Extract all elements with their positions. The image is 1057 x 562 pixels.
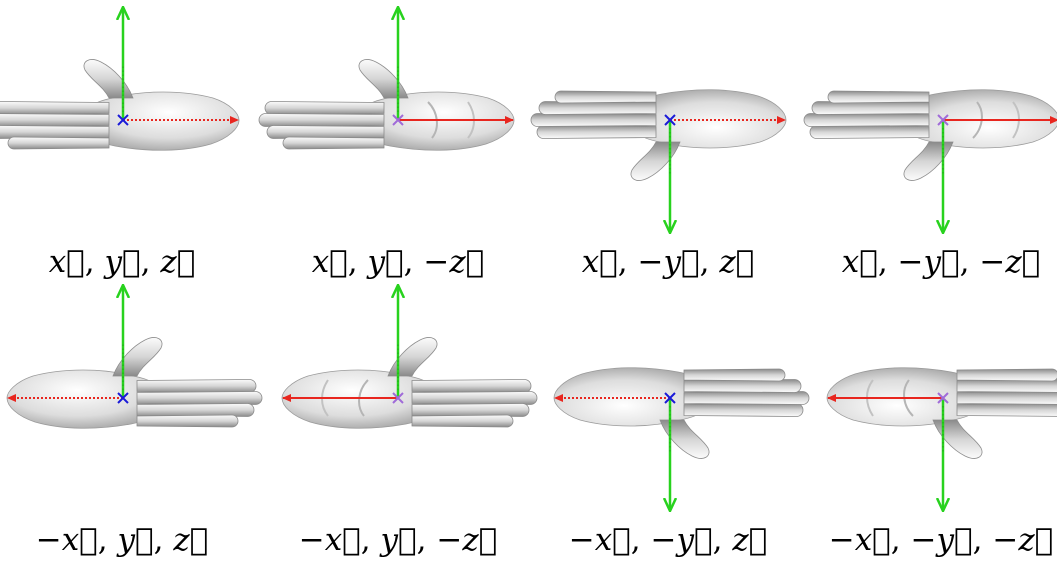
finger-3	[0, 126, 109, 139]
panel-caption: x⃗, −y⃗, −z⃗	[842, 244, 1041, 280]
axis-symbol-y: y⃗	[675, 522, 713, 558]
axis-symbol-z: z⃗	[448, 244, 484, 280]
axis-symbol-z: z⃗	[1017, 522, 1053, 558]
axis-symbol-z: z⃗	[718, 244, 754, 280]
panel-caption: −x⃗, y⃗, z⃗	[36, 522, 209, 558]
finger-2	[137, 392, 262, 405]
thumb	[631, 142, 680, 180]
panel-caption: −x⃗, −y⃗, −z⃗	[829, 522, 1054, 558]
finger-3	[684, 380, 801, 393]
panel-caption: x⃗, −y⃗, z⃗	[582, 244, 755, 280]
finger-2	[0, 114, 109, 127]
axis-symbol-y: y⃗	[103, 244, 141, 280]
finger-4	[957, 369, 1057, 381]
finger-1	[265, 102, 384, 115]
finger-3	[137, 404, 254, 417]
hand-model	[259, 60, 514, 151]
finger-4	[684, 369, 785, 381]
finger-4	[412, 415, 513, 427]
thumb	[113, 338, 162, 376]
axis-symbol-x: x⃗	[855, 522, 891, 558]
finger-4	[828, 91, 929, 103]
axis-symbol-y: y⃗	[922, 244, 960, 280]
axis-symbol-y: y⃗	[366, 244, 404, 280]
axis-symbol-x: x⃗	[312, 244, 348, 280]
hand-model	[0, 60, 239, 151]
panel-caption: x⃗, y⃗, z⃗	[49, 244, 196, 280]
finger-4	[283, 137, 384, 149]
finger-1	[0, 102, 109, 115]
panel-3: x⃗, −y⃗, z⃗	[531, 90, 786, 280]
axis-symbol-y: y⃗	[935, 522, 973, 558]
axis-symbol-x: x⃗	[325, 522, 361, 558]
thumb	[359, 60, 408, 98]
panel-7: −x⃗, −y⃗, z⃗	[554, 368, 809, 558]
thumb	[933, 420, 982, 458]
thumb	[904, 142, 953, 180]
thumb	[660, 420, 709, 458]
finger-2	[259, 114, 384, 127]
hand-model	[804, 90, 1057, 181]
finger-3	[812, 102, 929, 115]
finger-4	[137, 415, 238, 427]
axis-symbol-x: x⃗	[595, 522, 631, 558]
hand-model	[7, 338, 262, 429]
finger-4	[555, 91, 656, 103]
panel-5: −x⃗, y⃗, z⃗	[7, 286, 262, 558]
axis-symbol-z: z⃗	[172, 522, 208, 558]
finger-1	[137, 380, 256, 393]
finger-1	[957, 404, 1057, 417]
axis-symbol-y: y⃗	[662, 244, 700, 280]
axis-symbol-x: x⃗	[62, 522, 98, 558]
finger-2	[957, 392, 1057, 405]
panel-1: x⃗, y⃗, z⃗	[0, 8, 239, 280]
panel-caption: x⃗, y⃗, −z⃗	[312, 244, 485, 280]
panels-layer: x⃗, y⃗, z⃗ x⃗, y⃗, −z⃗ x⃗, −y⃗, z⃗ x⃗, −y⃗,…	[0, 8, 1057, 558]
axis-symbol-y: y⃗	[379, 522, 417, 558]
finger-3	[539, 102, 656, 115]
panel-caption: −x⃗, −y⃗, z⃗	[569, 522, 768, 558]
panel-8: −x⃗, −y⃗, −z⃗	[827, 368, 1057, 558]
axis-symbol-z: z⃗	[461, 522, 497, 558]
finger-2	[684, 392, 809, 405]
finger-3	[412, 404, 529, 417]
finger-1	[537, 126, 656, 139]
panel-2: x⃗, y⃗, −z⃗	[259, 8, 514, 280]
axis-symbol-x: x⃗	[582, 244, 618, 280]
panel-4: x⃗, −y⃗, −z⃗	[804, 90, 1057, 280]
finger-1	[810, 126, 929, 139]
thumb	[388, 338, 437, 376]
axis-symbol-z: z⃗	[731, 522, 767, 558]
finger-2	[412, 392, 537, 405]
axis-symbol-x: x⃗	[49, 244, 85, 280]
finger-1	[684, 404, 803, 417]
hand-model	[282, 338, 537, 429]
hand-model	[531, 90, 786, 181]
finger-1	[412, 380, 531, 393]
panel-caption: −x⃗, y⃗, −z⃗	[299, 522, 498, 558]
axis-symbol-z: z⃗	[159, 244, 195, 280]
axis-symbol-y: y⃗	[116, 522, 154, 558]
panel-6: −x⃗, y⃗, −z⃗	[282, 286, 537, 558]
thumb	[84, 60, 133, 98]
finger-2	[531, 114, 656, 127]
axis-symbol-x: x⃗	[842, 244, 878, 280]
axis-symbol-z: z⃗	[1004, 244, 1040, 280]
hand-model	[554, 368, 809, 459]
finger-2	[804, 114, 929, 127]
finger-3	[267, 126, 384, 139]
finger-3	[957, 380, 1057, 393]
finger-4	[8, 137, 109, 149]
